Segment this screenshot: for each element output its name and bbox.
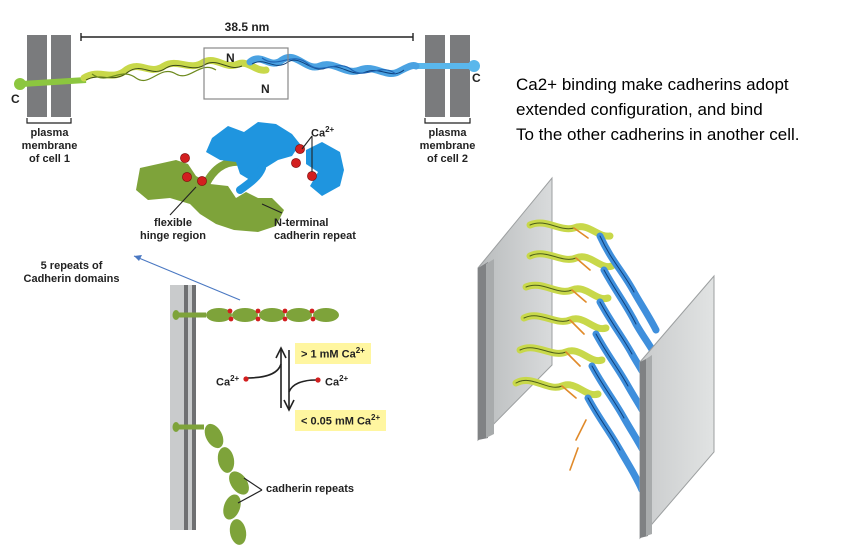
cadherin-repeats-label: cadherin repeats: [266, 483, 355, 495]
free-calcium-left-sup: 2+: [230, 374, 240, 383]
n-terminal-repeat-label: N-terminal cadherin repeat: [274, 217, 356, 243]
distance-bar: [80, 33, 414, 41]
hinge-label: flexible hinge region: [128, 217, 218, 243]
membrane-cell-1: [27, 35, 71, 117]
repeats-label: 5 repeats of Cadherin domains: [14, 260, 129, 286]
membrane-cell-2: [425, 35, 470, 117]
high-calcium-sup: 2+: [355, 346, 365, 355]
repeats-label-line1: 5 repeats of: [40, 260, 103, 272]
cadherin-repeats-bracket: [237, 477, 263, 504]
free-calcium-right-sup: 2+: [339, 374, 349, 383]
n-terminus-label-1: N: [226, 51, 235, 65]
repeats-pointer: [133, 255, 241, 301]
equilibrium-arrows: [245, 346, 317, 412]
caption-line1: Ca2+ binding make cadherins adopt: [516, 75, 789, 94]
n-terminus-label-2: N: [261, 82, 270, 96]
free-calcium-right-text: Ca: [325, 376, 340, 389]
membrane-cell-1-label-line2: membrane: [21, 140, 78, 152]
repeats-pointer-head: [134, 255, 142, 261]
hinge-label-line2: hinge region: [140, 230, 206, 242]
membrane-cell-2-label-line3: of cell 2: [427, 153, 468, 165]
n-terminal-repeat-label-line1: N-terminal: [274, 217, 329, 229]
binding-leaders: [169, 135, 313, 216]
repeats-label-line2: Cadherin domains: [23, 273, 120, 285]
hinge-label-line1: flexible: [154, 217, 192, 229]
membrane-cell-1-label-line1: plasma: [30, 127, 69, 139]
free-calcium-left-text: Ca: [216, 376, 231, 389]
caption: Ca2+ binding make cadherins adopt extend…: [516, 72, 846, 147]
calcium-ion-free-left: [243, 376, 249, 382]
cadherin-blue-top: [246, 54, 480, 77]
membrane-plate-left: [477, 176, 553, 442]
calcium-ions-extended: [227, 308, 316, 322]
n-terminal-repeat-label-line2: cadherin repeat: [274, 230, 356, 242]
calcium-binding-label-sup: 2+: [325, 125, 335, 134]
caption-line3: To the other cadherins in another cell.: [516, 125, 800, 144]
low-calcium-box: < 0.05 mM Ca2+: [295, 410, 387, 431]
free-calcium-left-label: Ca2+: [216, 372, 239, 390]
low-calcium-text: < 0.05 mM Ca: [301, 415, 372, 428]
high-calcium-box: > 1 mM Ca2+: [295, 343, 371, 364]
membrane-cell-2-label-line2: membrane: [419, 140, 476, 152]
membrane-plate-right: [639, 274, 715, 540]
calcium-ions-binding: [180, 144, 317, 186]
high-calcium-text: > 1 mM Ca: [301, 348, 356, 361]
calcium-binding-label-text: Ca: [311, 127, 326, 140]
c-terminus-label-right: C: [472, 71, 481, 85]
cadherin-collapsed: [172, 422, 249, 545]
membrane-bottom: [170, 285, 196, 530]
membrane-bracket-2: [424, 118, 471, 124]
membrane-cell-1-label-line3: of cell 1: [29, 153, 70, 165]
c-terminus-label-left: C: [11, 92, 20, 106]
caption-line2: extended configuration, and bind: [516, 100, 763, 119]
distance-label: 38.5 nm: [224, 20, 270, 34]
membrane-bracket-1: [26, 118, 72, 124]
membrane-cell-1-label: plasma membrane of cell 1: [12, 127, 87, 166]
membrane-cell-2-label: plasma membrane of cell 2: [410, 127, 485, 166]
cadherin-extended: [172, 308, 339, 322]
cadherin-blue-domain: [206, 122, 344, 196]
free-calcium-right-label: Ca2+: [325, 372, 348, 390]
low-calcium-sup: 2+: [371, 413, 381, 422]
interaction-box: [203, 47, 289, 100]
membrane-cell-2-label-line1: plasma: [428, 127, 467, 139]
calcium-ion-free-right: [315, 377, 321, 383]
cadherin-green-top: [14, 57, 270, 90]
calcium-binding-label: Ca2+: [311, 123, 334, 141]
